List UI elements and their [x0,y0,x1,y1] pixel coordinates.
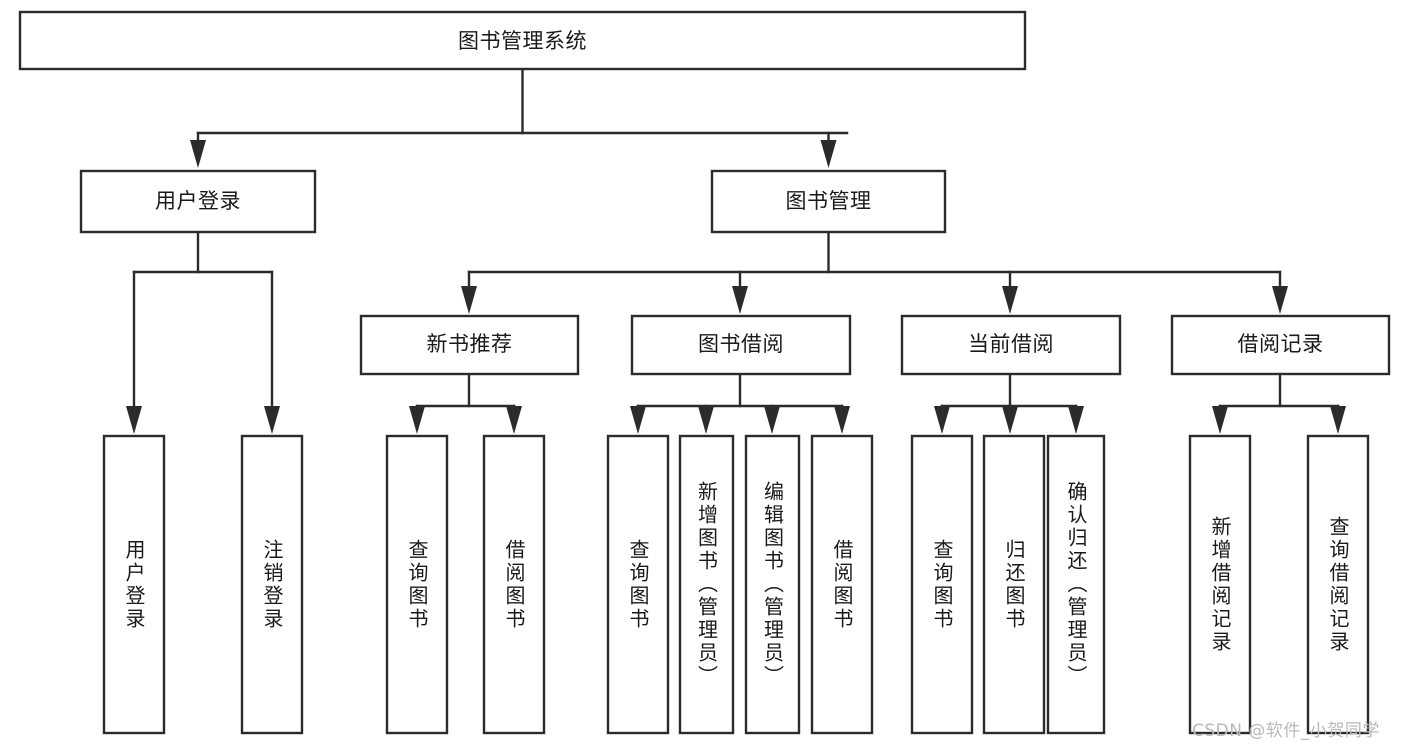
node-book-borrow-label: 图书借阅 [698,332,784,356]
node-new-book-rec-box [359,314,580,376]
arrowhead-leaf-confirm-return [1068,406,1084,434]
leaf-label-query-book-2: 查询图书 [626,538,650,631]
node-book-manage[interactable]: 图书管理 [710,169,947,234]
arrowhead-user-login [190,140,206,168]
arrowhead-leaf-user-login [126,406,142,434]
leaf-label-logout: 注销登录 [260,538,284,631]
node-book-manage-box [710,169,947,234]
leaf-label-confirm-return: 确认归还（管理员） [1064,481,1088,688]
node-borrow-record-box [1170,314,1391,376]
arrowhead-leaf-edit-book [764,406,780,434]
arrowhead-leaf-query-book-1 [409,406,425,434]
node-root-system[interactable]: 图书管理系统 [18,10,1027,71]
arrowhead-book-manage [820,140,837,168]
leaf-box-return-book[interactable] [982,434,1046,735]
arrowhead-leaf-query-book-3 [934,406,950,434]
csdn-watermark: CSDN @软件_小贺同学 [1192,721,1380,741]
leaf-label-edit-book: 编辑图书（管理员） [760,481,785,688]
node-book-borrow-box [630,314,852,376]
node-root-system-box [18,10,1027,71]
leaf-box-query-book-2[interactable] [606,434,670,735]
leaf-label-query-book-3: 查询图书 [930,538,954,631]
connector-group-borrow-record [1212,372,1346,434]
node-current-borrow-box [900,314,1122,376]
connector-group-user-login [126,230,280,434]
leaf-box-group [102,434,1370,735]
arrowhead-book-borrow [732,286,748,314]
leaf-box-confirm-return[interactable] [1046,434,1106,735]
node-new-book-rec[interactable]: 新书推荐 [359,314,580,376]
arrowhead-leaf-add-book [698,406,714,434]
connector-group-book-borrow [630,372,850,434]
leaf-label-query-book-1: 查询图书 [405,538,429,631]
node-user-login-box [79,169,317,234]
leaf-box-logout[interactable] [240,434,304,735]
node-new-book-rec-label: 新书推荐 [427,332,513,356]
leaf-label-add-record: 新增借阅记录 [1208,515,1232,654]
arrowhead-leaf-logout [264,406,280,434]
leaf-box-edit-book[interactable] [744,434,801,735]
arrowhead-new-book-rec [461,286,477,314]
leaf-box-query-book-1[interactable] [385,434,449,735]
leaf-box-borrow-book-1[interactable] [482,434,546,735]
arrowhead-leaf-return-book [1002,406,1018,434]
node-book-borrow[interactable]: 图书借阅 [630,314,852,376]
arrowhead-leaf-query-book-2 [630,406,646,434]
node-book-manage-label: 图书管理 [786,189,872,213]
leaf-label-query-record: 查询借阅记录 [1326,515,1350,654]
node-root-system-label: 图书管理系统 [458,29,587,53]
connector-group-current-borrow [934,372,1084,434]
leaf-box-borrow-book-2[interactable] [810,434,874,735]
arrowhead-borrow-record [1272,286,1288,314]
arrowhead-leaf-borrow-book-2 [834,406,850,434]
leaf-box-add-book[interactable] [678,434,735,735]
node-user-login[interactable]: 用户登录 [79,169,317,234]
leaf-label-borrow-book-2: 借阅图书 [830,538,854,631]
arrowhead-leaf-add-record [1212,406,1228,434]
arrowhead-leaf-borrow-book-1 [506,406,522,434]
leaf-label-return-book: 归还图书 [1002,538,1026,631]
leaf-box-add-record[interactable] [1188,434,1252,735]
node-borrow-record-label: 借阅记录 [1238,332,1324,356]
connector-group-book-manage [461,230,1288,314]
arrowhead-leaf-query-record [1330,406,1346,434]
leaf-label-add-book: 新增图书（管理员） [694,481,719,688]
leaf-label-user-login: 用户登录 [122,538,146,631]
leaf-box-user-login[interactable] [102,434,166,735]
leaf-box-query-book-3[interactable] [910,434,974,735]
node-user-login-label: 用户登录 [155,189,241,213]
node-borrow-record[interactable]: 借阅记录 [1170,314,1391,376]
node-current-borrow-label: 当前借阅 [968,332,1054,356]
node-current-borrow[interactable]: 当前借阅 [900,314,1122,376]
connector-group-new-book-rec [409,372,522,434]
leaf-label-borrow-book-1: 借阅图书 [502,538,526,631]
connector-group-root [190,67,849,168]
arrowhead-current-borrow [1002,286,1018,314]
leaf-box-query-record[interactable] [1306,434,1370,735]
